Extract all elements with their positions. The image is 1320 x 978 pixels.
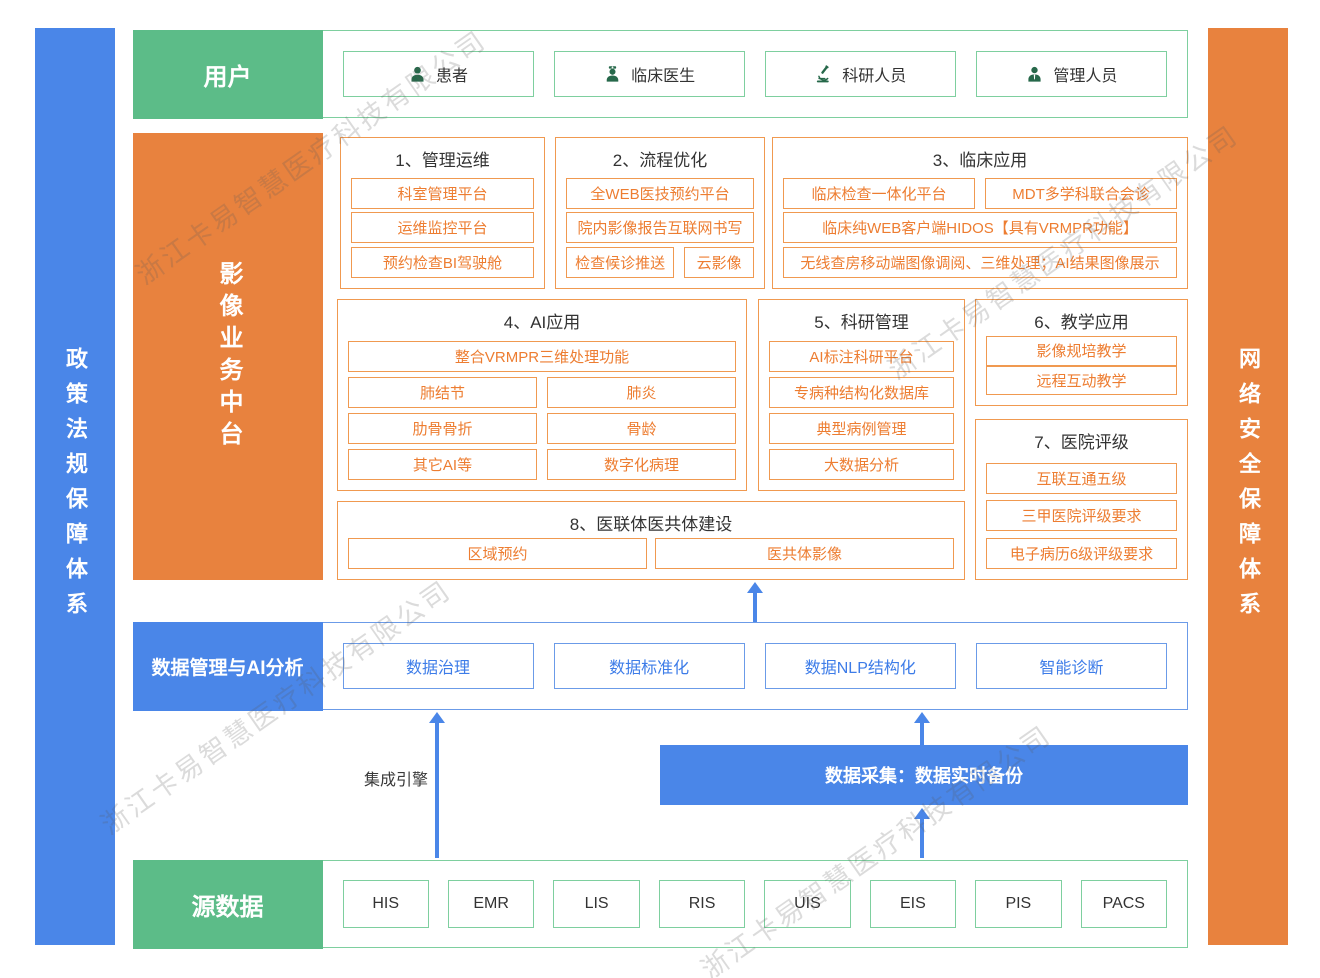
users-row-label: 用户 bbox=[132, 29, 323, 119]
source-box-eis: EIS bbox=[869, 880, 957, 928]
section-title: 7、医院评级 bbox=[1034, 433, 1129, 452]
section-medical-alliance: 8、医联体医共体建设 区域预约 医共体影像 bbox=[337, 501, 965, 580]
arrow-up-datamgmt-to-platform bbox=[747, 582, 763, 622]
feature-pill: 肺炎 bbox=[547, 377, 736, 408]
feature-pill: 其它AI等 bbox=[348, 449, 537, 480]
arrow-up-collection-to-datamgmt bbox=[914, 712, 930, 745]
section-ai-application: 4、AI应用 整合VRMPR三维处理功能 肺结节 肺炎 肋骨骨折 骨龄 其它AI… bbox=[337, 299, 747, 491]
section-title: 5、科研管理 bbox=[814, 313, 909, 332]
feature-pill: 运维监控平台 bbox=[351, 212, 534, 244]
feature-pill: 临床检查一体化平台 bbox=[783, 177, 975, 209]
section-management-ops: 1、管理运维 科室管理平台 运维监控平台 预约检查BI驾驶舱 bbox=[340, 137, 545, 289]
feature-pill: 整合VRMPR三维处理功能 bbox=[348, 341, 736, 372]
policy-regulation-label: 政策法规保障体系 bbox=[63, 346, 88, 627]
feature-pill: 互联互通五级 bbox=[986, 462, 1177, 494]
section-title: 3、临床应用 bbox=[932, 151, 1028, 170]
source-data-items: HIS EMR LIS RIS UIS EIS PIS PACS bbox=[323, 861, 1188, 947]
feature-pill: 云影像 bbox=[684, 246, 754, 278]
section-title: 1、管理运维 bbox=[395, 151, 490, 170]
user-box-label: 临床医生 bbox=[631, 68, 696, 85]
feature-pill: 电子病历6级评级要求 bbox=[986, 537, 1177, 569]
source-box-emr: EMR bbox=[447, 880, 535, 928]
feature-pill: 远程互动教学 bbox=[986, 365, 1177, 395]
feature-pill: 预约检查BI驾驶舱 bbox=[351, 246, 534, 278]
imaging-platform-label: 影像业务中台 bbox=[215, 260, 242, 453]
manager-icon bbox=[1028, 66, 1042, 82]
data-collection-box: 数据采集：数据实时备份 bbox=[660, 745, 1188, 805]
feature-pill: 三甲医院评级要求 bbox=[986, 500, 1177, 532]
feature-pill: 临床纯WEB客户端HIDOS【具有VRMPR功能】 bbox=[783, 212, 1177, 244]
section-title: 2、流程优化 bbox=[612, 151, 708, 170]
network-security-label: 网络安全保障体系 bbox=[1236, 346, 1261, 627]
feature-pill: 检查候诊推送 bbox=[566, 246, 675, 278]
feature-pill: 全WEB医技预约平台 bbox=[566, 177, 754, 209]
users-row-items: 患者 临床医生 bbox=[323, 31, 1188, 117]
policy-regulation-sidebar: 政策法规保障体系 bbox=[35, 28, 115, 945]
feature-pill: 数字化病理 bbox=[547, 449, 736, 480]
arrow-up-source-to-collection bbox=[914, 808, 930, 858]
source-box-uis: UIS bbox=[764, 880, 851, 928]
user-box-manager: 管理人员 bbox=[975, 51, 1167, 97]
section-hospital-rating: 7、医院评级 互联互通五级 三甲医院评级要求 电子病历6级评级要求 bbox=[975, 419, 1188, 580]
feature-pill: 影像规培教学 bbox=[986, 336, 1177, 366]
feature-pill: 科室管理平台 bbox=[351, 177, 534, 209]
section-teaching-application: 6、教学应用 影像规培教学 远程互动教学 bbox=[975, 299, 1188, 406]
source-box-pis: PIS bbox=[975, 880, 1062, 928]
user-box-researcher: 科研人员 bbox=[764, 51, 956, 97]
section-clinical-application: 3、临床应用 临床检查一体化平台 MDT多学科联合会诊 临床纯WEB客户端HID… bbox=[772, 137, 1188, 289]
network-security-sidebar: 网络安全保障体系 bbox=[1208, 28, 1288, 945]
user-box-doctor: 临床医生 bbox=[553, 51, 745, 97]
feature-pill: 专病种结构化数据库 bbox=[769, 377, 954, 408]
data-governance-box: 数据治理 bbox=[342, 643, 534, 689]
user-box-label: 患者 bbox=[436, 68, 469, 85]
feature-pill: MDT多学科联合会诊 bbox=[985, 177, 1177, 209]
patient-icon bbox=[411, 66, 424, 82]
section-title: 6、教学应用 bbox=[1034, 313, 1129, 332]
feature-pill: 骨龄 bbox=[547, 413, 736, 444]
smart-diagnosis-box: 智能诊断 bbox=[975, 643, 1167, 689]
data-management-label: 数据管理与AI分析 bbox=[132, 621, 323, 711]
feature-pill: 区域预约 bbox=[348, 538, 647, 569]
feature-pill: 典型病例管理 bbox=[769, 413, 954, 444]
integration-engine-label: 集成引擎 bbox=[363, 772, 428, 789]
feature-pill: 医共体影像 bbox=[655, 538, 954, 569]
feature-pill: 肋骨骨折 bbox=[348, 413, 537, 444]
data-standardize-box: 数据标准化 bbox=[553, 643, 745, 689]
source-data-row: 源数据 HIS EMR LIS RIS UIS EIS PIS PACS bbox=[132, 859, 1188, 949]
doctor-icon bbox=[606, 65, 619, 82]
data-management-row: 数据管理与AI分析 数据治理 数据标准化 数据NLP结构化 智能诊断 bbox=[132, 621, 1188, 711]
source-box-his: HIS bbox=[342, 880, 429, 928]
source-data-label: 源数据 bbox=[132, 859, 323, 949]
source-box-ris: RIS bbox=[658, 880, 746, 928]
microscope-icon bbox=[817, 64, 830, 82]
feature-pill: 无线查房移动端图像调阅、三维处理；AI结果图像展示 bbox=[783, 246, 1177, 278]
section-process-optimization: 2、流程优化 全WEB医技预约平台 院内影像报告互联网书写 检查候诊推送 云影像 bbox=[555, 137, 765, 289]
source-box-lis: LIS bbox=[553, 880, 640, 928]
section-title: 4、AI应用 bbox=[503, 313, 581, 332]
feature-pill: 肺结节 bbox=[348, 377, 537, 408]
users-row: 用户 患者 临床医生 bbox=[132, 29, 1188, 119]
feature-pill: 院内影像报告互联网书写 bbox=[566, 212, 754, 244]
user-box-patient: 患者 bbox=[342, 51, 534, 97]
feature-pill: 大数据分析 bbox=[769, 449, 954, 480]
source-box-pacs: PACS bbox=[1080, 880, 1167, 928]
imaging-platform-block: 影像业务中台 bbox=[133, 133, 323, 580]
arrow-up-integration-engine bbox=[429, 712, 445, 858]
section-research-management: 5、科研管理 AI标注科研平台 专病种结构化数据库 典型病例管理 大数据分析 bbox=[758, 299, 965, 491]
data-nlp-box: 数据NLP结构化 bbox=[764, 643, 956, 689]
user-box-label: 管理人员 bbox=[1053, 68, 1118, 85]
section-title: 8、医联体医共体建设 bbox=[569, 515, 733, 534]
feature-pill: AI标注科研平台 bbox=[769, 341, 954, 372]
data-management-items: 数据治理 数据标准化 数据NLP结构化 智能诊断 bbox=[323, 623, 1188, 709]
user-box-label: 科研人员 bbox=[842, 68, 907, 85]
